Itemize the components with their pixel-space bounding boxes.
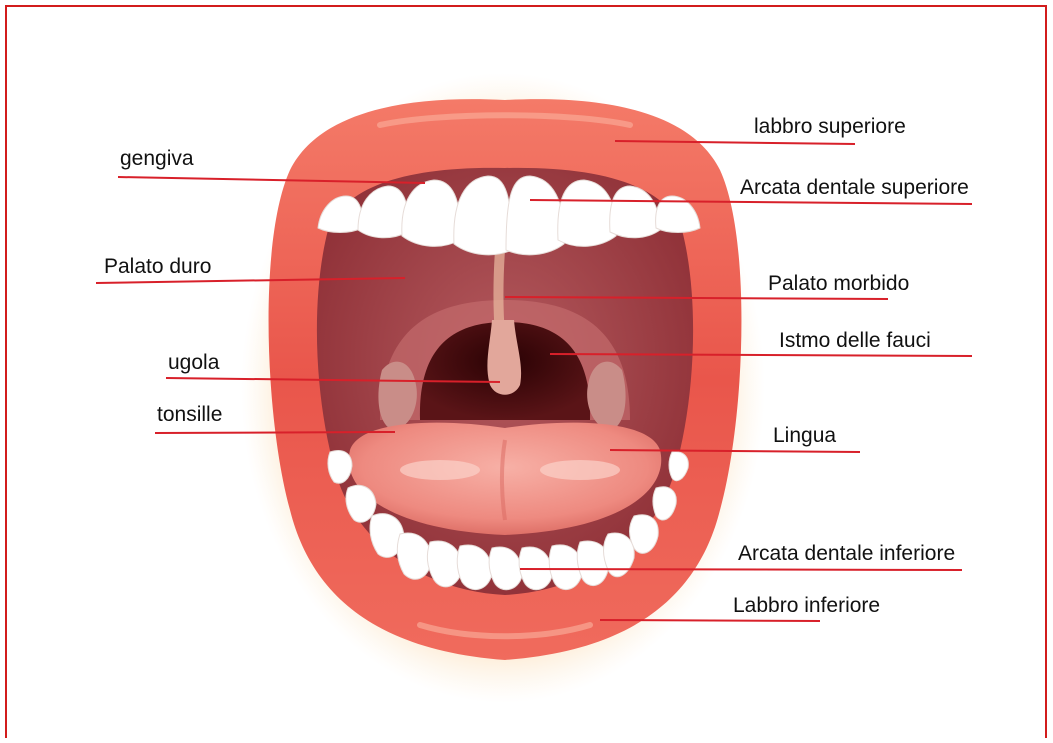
label-lingua: Lingua [773, 424, 836, 448]
label-ugola: ugola [168, 351, 219, 375]
leader-line-tonsille [155, 432, 395, 433]
tongue-highlight [540, 460, 620, 480]
tongue-highlight [400, 460, 480, 480]
label-labbro-superiore: labbro superiore [754, 115, 906, 139]
label-arcata-dentale-inferiore: Arcata dentale inferiore [738, 542, 955, 566]
leader-line-labbro-inferiore [600, 620, 820, 621]
label-palato-duro: Palato duro [104, 255, 211, 279]
label-istmo-delle-fauci: Istmo delle fauci [779, 329, 931, 353]
label-labbro-inferiore: Labbro inferiore [733, 594, 880, 618]
label-arcata-dentale-superiore: Arcata dentale superiore [740, 176, 969, 200]
label-tonsille: tonsille [157, 403, 222, 427]
label-gengiva: gengiva [120, 147, 194, 171]
label-palato-morbido: Palato morbido [768, 272, 909, 296]
leader-line-arcata-inferiore [520, 569, 962, 570]
